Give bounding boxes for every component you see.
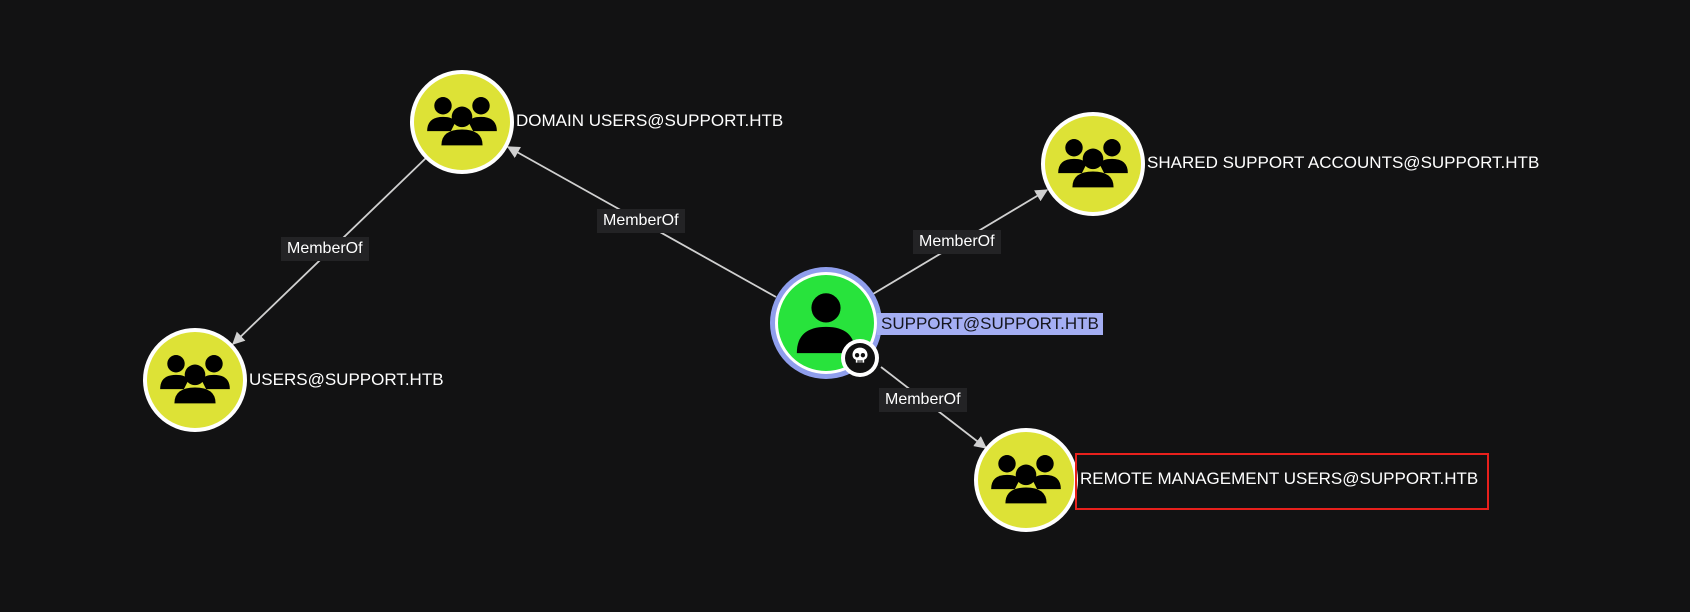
node-shared-support-accounts[interactable] xyxy=(1041,112,1145,216)
skull-icon xyxy=(850,346,870,371)
group-icon xyxy=(424,82,500,163)
highlight-box xyxy=(1075,453,1489,510)
group-icon xyxy=(157,340,233,421)
edge-label-memberof[interactable]: MemberOf xyxy=(879,388,967,412)
user-icon xyxy=(791,286,861,361)
edge-label-memberof[interactable]: MemberOf xyxy=(281,237,369,261)
node-remote-management-users[interactable] xyxy=(974,428,1078,532)
node-label-shared-support-accounts[interactable]: SHARED SUPPORT ACCOUNTS@SUPPORT.HTB xyxy=(1147,153,1540,172)
node-users[interactable] xyxy=(143,328,247,432)
owned-badge xyxy=(841,339,879,377)
node-label-support-user[interactable]: SUPPORT@SUPPORT.HTB xyxy=(877,313,1103,335)
edge-label-memberof[interactable]: MemberOf xyxy=(597,209,685,233)
node-label-domain-users[interactable]: DOMAIN USERS@SUPPORT.HTB xyxy=(516,111,784,130)
node-label-remote-management-users[interactable]: REMOTE MANAGEMENT USERS@SUPPORT.HTB xyxy=(1080,469,1479,488)
node-support-user[interactable] xyxy=(775,272,877,374)
group-icon xyxy=(1055,124,1131,205)
node-label-users[interactable]: USERS@SUPPORT.HTB xyxy=(249,370,444,389)
edge-label-memberof[interactable]: MemberOf xyxy=(913,230,1001,254)
group-icon xyxy=(988,440,1064,521)
node-domain-users[interactable] xyxy=(410,70,514,174)
